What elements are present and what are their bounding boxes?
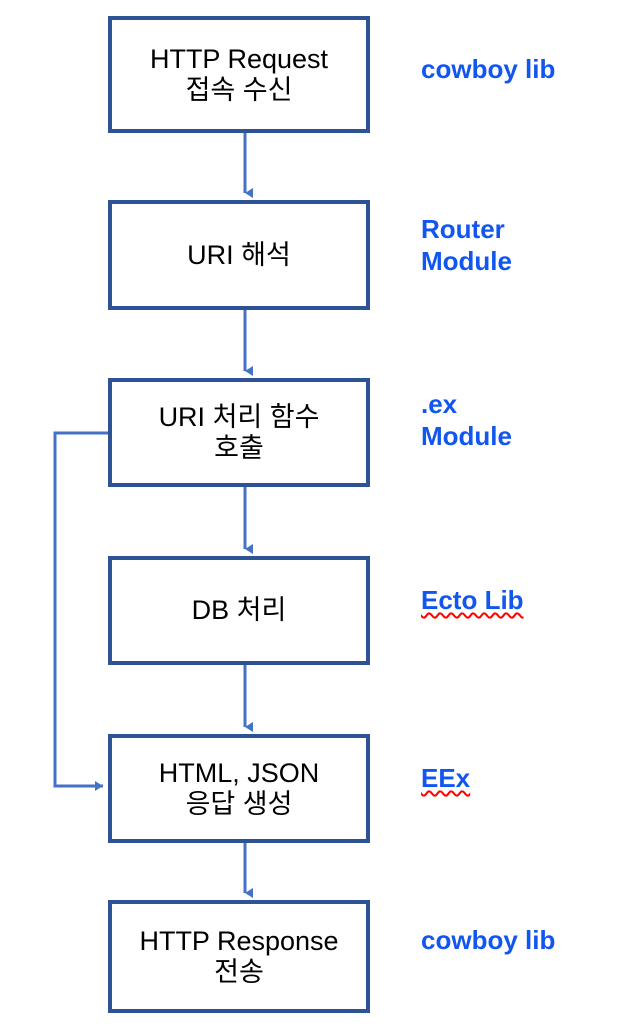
tag-line: Ecto Lib — [421, 585, 524, 615]
node-uri-parse[interactable]: URI 해석 — [108, 200, 370, 310]
node-line: HTTP Response — [139, 926, 339, 957]
tag-line: cowboy lib — [421, 54, 556, 84]
node-line: URI 처리 함수 — [158, 402, 320, 433]
node-line: HTTP Request — [149, 44, 329, 75]
tag-line: cowboy lib — [421, 925, 556, 955]
node-http-request[interactable]: HTTP Request 접속 수신 — [108, 16, 370, 133]
tag-http-request: cowboy lib — [421, 54, 555, 86]
tag-uri-handler-call: .ex Module — [421, 389, 512, 452]
node-http-response[interactable]: HTTP Response 전송 — [108, 900, 370, 1013]
node-line: DB 처리 — [191, 595, 287, 626]
node-response-render[interactable]: HTML, JSON 응답 생성 — [108, 734, 370, 843]
tag-line: Module — [421, 420, 512, 451]
tag-uri-parse: Router Module — [421, 214, 512, 277]
node-line: 전송 — [214, 956, 264, 987]
node-line: HTML, JSON — [158, 758, 320, 789]
node-db-process[interactable]: DB 처리 — [108, 556, 370, 665]
arrow-3-to-5-bypass — [53, 431, 108, 791]
tag-line: .ex — [421, 389, 458, 419]
node-line: 응답 생성 — [185, 788, 293, 819]
node-line: 접속 수신 — [185, 74, 293, 105]
node-uri-handler-call[interactable]: URI 처리 함수 호출 — [108, 378, 370, 487]
tag-response-render: EEx — [421, 763, 470, 795]
tag-line: EEx — [421, 763, 471, 793]
node-line: 호출 — [214, 432, 264, 463]
tag-http-response: cowboy lib — [421, 925, 555, 957]
tag-line: Module — [421, 245, 512, 276]
tag-db-process: Ecto Lib — [421, 585, 524, 617]
node-line: URI 해석 — [187, 239, 291, 270]
tag-line: Router — [421, 214, 505, 244]
